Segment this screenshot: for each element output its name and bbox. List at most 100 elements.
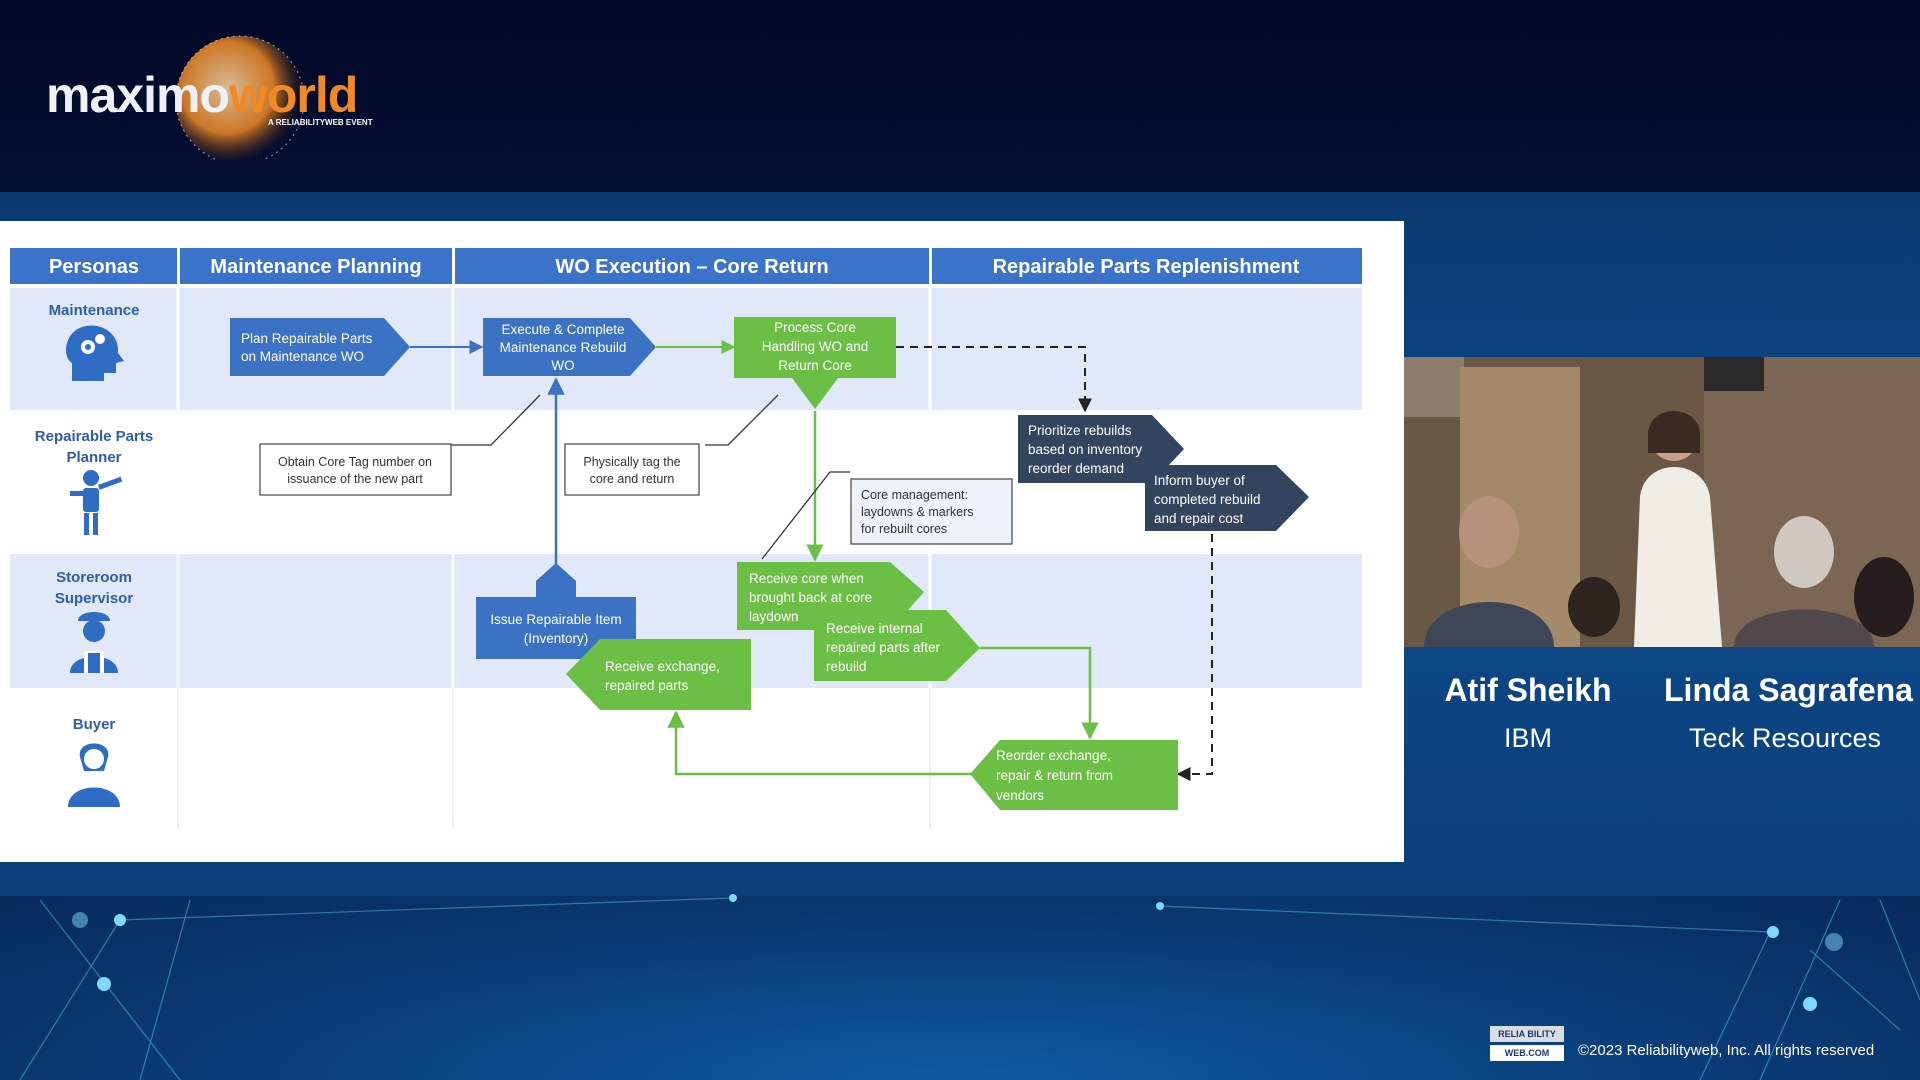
callout-leader (705, 394, 779, 446)
persona-maintenance: Maintenance (49, 302, 140, 319)
dashed-flow-arrow (896, 346, 1092, 413)
callout-text: issuance of the new part (287, 472, 423, 486)
rw-logo-line1: RELIA BILITY (1490, 1026, 1564, 1042)
step-plan-repairable-parts (230, 318, 410, 376)
step-text: Plan Repairable Parts (241, 331, 373, 346)
header-cell (455, 248, 929, 284)
step-text: rebuild (826, 659, 867, 674)
persona-buyer: Buyer (73, 716, 116, 733)
step-issue-repairable-item (476, 563, 636, 659)
bottom-banner (0, 896, 1920, 1080)
copyright-text: ©2023 Reliabilityweb, Inc. All rights re… (1578, 1042, 1875, 1059)
step-text: Process Core (774, 320, 856, 335)
network-node (114, 914, 126, 926)
slide: Personas Maintenance Planning WO Executi… (0, 221, 1404, 862)
persona-storeroom-line1: Storeroom (56, 569, 132, 586)
step-text: (Inventory) (524, 631, 589, 646)
speaker-1: Atif Sheikh IBM (1430, 672, 1626, 754)
network-graphic (19, 894, 1920, 1080)
audience-head (1568, 577, 1620, 637)
step-text: vendors (996, 788, 1044, 803)
step-execute-rebuild-wo (483, 318, 656, 376)
step-text: repair & return from (996, 768, 1113, 783)
header-personas: Personas (49, 256, 139, 278)
step-text: WO (551, 358, 574, 373)
step-process-core-handling (734, 317, 896, 409)
audience-head (1854, 557, 1914, 637)
network-node (97, 977, 111, 991)
buyer-person-icon (68, 743, 120, 807)
header-maintenance-planning: Maintenance Planning (210, 256, 421, 278)
network-node (1767, 926, 1779, 938)
step-text: brought back at core (749, 590, 872, 605)
step-text: completed rebuild (1154, 492, 1261, 507)
step-text: reorder demand (1028, 461, 1124, 476)
callout-core-management (850, 478, 1013, 545)
network-node (1803, 997, 1817, 1011)
audience-head (1459, 496, 1519, 568)
speaker-figure (1634, 467, 1722, 647)
step-text: Maintenance Rebuild (500, 340, 627, 355)
audience-head (1774, 516, 1834, 588)
network-node (1156, 902, 1164, 910)
lane-maintenance (10, 288, 1362, 410)
head-gears-icon (66, 325, 124, 381)
callout-leader (451, 394, 541, 446)
step-text: repaired parts (605, 678, 689, 693)
header-cell (180, 248, 452, 284)
step-inform-buyer (1145, 465, 1309, 531)
globe-icon (175, 35, 305, 160)
header-cell (10, 248, 177, 284)
network-node (729, 894, 737, 902)
step-text: repaired parts after (826, 640, 941, 655)
step-text: Execute & Complete (501, 322, 624, 337)
supervisor-helmet-icon (70, 612, 118, 673)
speaker-2: Linda Sagrafena Teck Resources (1664, 672, 1913, 754)
planner-figure-icon (70, 470, 123, 535)
step-text: Issue Repairable Item (490, 612, 621, 627)
process-diagram: Personas Maintenance Planning WO Executi… (10, 248, 1362, 828)
step-text: Inform buyer of (1154, 473, 1245, 488)
step-prioritize-rebuilds (1018, 415, 1184, 483)
callout-obtain-core-tag (259, 443, 452, 496)
step-receive-internal-parts (814, 610, 980, 681)
speaker-1-name: Atif Sheikh (1444, 672, 1612, 708)
step-text: Return Core (778, 358, 852, 373)
step-reorder-from-vendors (970, 740, 1178, 810)
header-cell (932, 248, 1362, 284)
speaker-1-org: IBM (1503, 723, 1552, 753)
video-scene (1404, 357, 1920, 647)
step-text: based on inventory (1028, 442, 1142, 457)
flow-arrow (980, 646, 1099, 740)
flow-arrow (667, 710, 972, 776)
callout-leader (761, 471, 850, 560)
header-replenishment: Repairable Parts Replenishment (993, 256, 1300, 278)
logo-wordmark: maximoworld (46, 67, 358, 123)
callout-text: Physically tag the (583, 455, 680, 469)
callout-text: Obtain Core Tag number on (278, 455, 432, 469)
step-receive-exchange-parts (566, 639, 751, 710)
dashed-flow-arrow (1176, 534, 1213, 781)
maximoworld-logo: maximoworld A RELIABILITYWEB EVENT (40, 28, 373, 168)
step-text: on Maintenance WO (241, 349, 364, 364)
network-node (72, 912, 88, 928)
step-text: Prioritize rebuilds (1028, 423, 1132, 438)
callout-text: Core management: (861, 488, 968, 502)
speaker-2-name: Linda Sagrafena (1664, 672, 1913, 708)
speaker-video-feed (1404, 357, 1920, 647)
step-text: Reorder exchange, (996, 748, 1111, 763)
logo-subtitle: A RELIABILITYWEB EVENT (268, 118, 373, 127)
speaker-2-org: Teck Resources (1688, 723, 1882, 753)
persona-storeroom-line2: Supervisor (55, 590, 134, 607)
callout-physically-tag (564, 443, 700, 496)
persona-planner-line1: Repairable Parts (35, 428, 153, 445)
step-text: Receive exchange, (605, 659, 720, 674)
top-banner (0, 0, 1920, 192)
header-wo-execution: WO Execution – Core Return (555, 256, 828, 278)
network-node (1825, 933, 1843, 951)
rw-logo-line2: WEB.COM (1490, 1045, 1564, 1061)
step-text: Receive core when (749, 571, 864, 586)
callout-text: core and return (590, 472, 675, 486)
callout-text: laydowns & markers (861, 505, 974, 519)
step-text: Handling WO and (762, 339, 869, 354)
